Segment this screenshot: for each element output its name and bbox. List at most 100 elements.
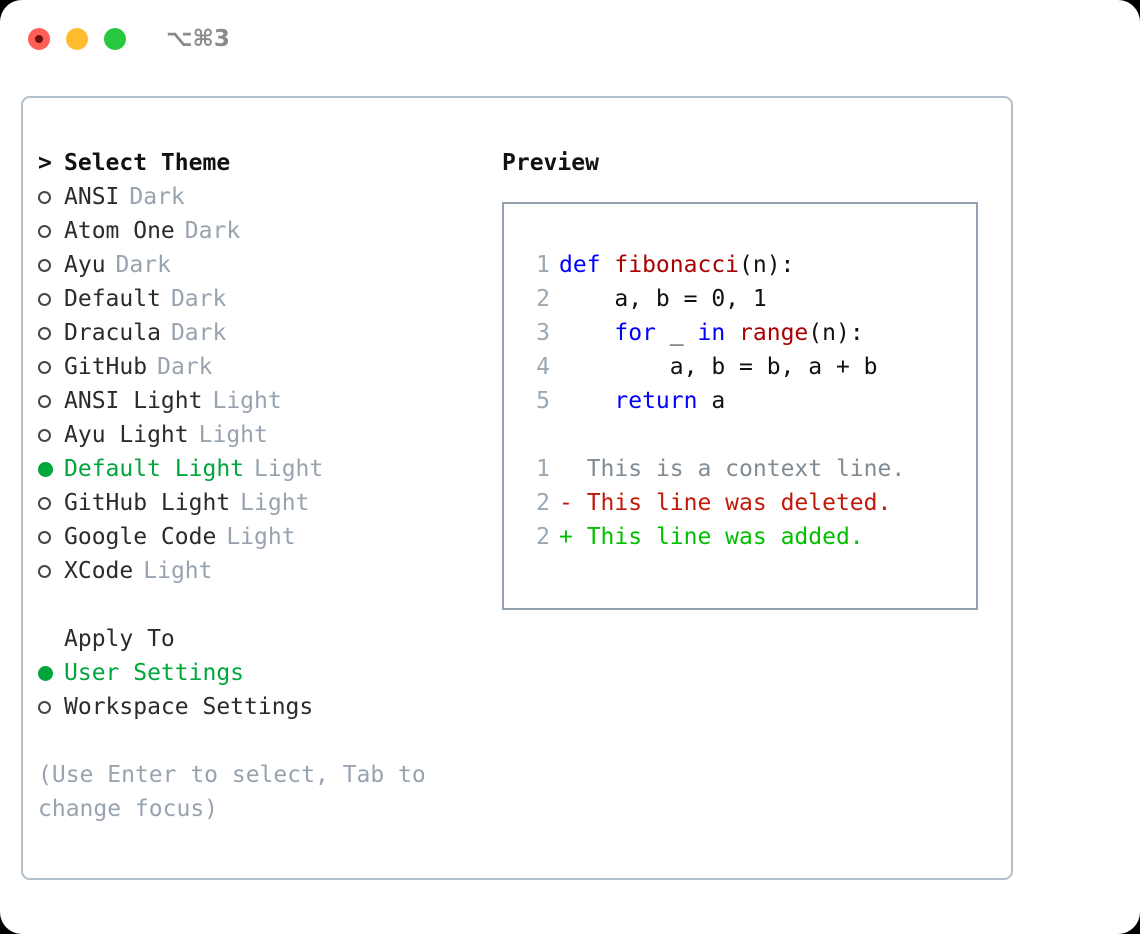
minimize-window-icon[interactable]	[66, 28, 88, 50]
code-token: for	[614, 320, 656, 346]
keyboard-hint-text: (Use Enter to select, Tab to change focu…	[38, 762, 426, 822]
apply-to-header: Apply To	[38, 622, 478, 656]
theme-option-row[interactable]: Default Dark	[38, 282, 478, 316]
caret-marker-icon: >	[38, 150, 52, 176]
radio-dot	[38, 360, 51, 374]
theme-option-label: XCode	[64, 558, 134, 584]
radio-unselected-icon[interactable]	[38, 326, 64, 340]
code-line-number: 3	[536, 320, 550, 346]
diff-text: This line was added.	[572, 524, 864, 550]
radio-unselected-icon[interactable]	[38, 428, 64, 442]
diff-line: 2+ This line was added.	[522, 520, 905, 554]
code-token: (n):	[808, 320, 864, 346]
apply-to-option-label: Workspace Settings	[64, 694, 314, 720]
theme-option-row[interactable]: ANSI Dark	[38, 180, 478, 214]
theme-variant-tag: Light	[198, 422, 268, 448]
theme-option-row[interactable]: ANSI Light Light	[38, 384, 478, 418]
radio-dot	[38, 496, 51, 510]
theme-option-label: Atom One	[64, 218, 175, 244]
radio-dot	[38, 258, 51, 272]
code-line: 2 a, b = 0, 1	[522, 282, 905, 316]
theme-option-label: ANSI Light	[64, 388, 203, 414]
radio-unselected-icon[interactable]	[38, 360, 64, 374]
radio-dot	[38, 461, 53, 477]
radio-unselected-icon[interactable]	[38, 258, 64, 272]
theme-option-label: ANSI	[64, 184, 120, 210]
theme-variant-tag: Dark	[129, 184, 185, 210]
diff-text: This line was deleted.	[572, 490, 892, 516]
code-token	[725, 316, 739, 350]
theme-list-header: > Select Theme	[38, 146, 478, 180]
theme-option-row[interactable]: Dracula Dark	[38, 316, 478, 350]
code-token: range	[739, 320, 809, 346]
theme-option-label: Default	[64, 286, 161, 312]
radio-dot	[38, 530, 51, 544]
radio-dot	[38, 428, 51, 442]
radio-dot	[38, 326, 51, 340]
diff-sign: -	[559, 490, 573, 516]
code-line: 5 return a	[522, 384, 905, 418]
code-token: a	[697, 388, 726, 414]
theme-option-row[interactable]: Ayu Light Light	[38, 418, 478, 452]
theme-variant-tag: Light	[212, 388, 282, 414]
diff-line-number: 1	[536, 456, 550, 482]
code-line: 3 for _ in range(n):	[522, 316, 905, 350]
theme-option-label: GitHub	[64, 354, 148, 380]
theme-option-label: Ayu Light	[64, 422, 189, 448]
theme-option-row[interactable]: GitHub Dark	[38, 350, 478, 384]
radio-selected-icon[interactable]	[38, 665, 64, 681]
radio-dot	[38, 564, 51, 578]
diff-line: 1 This is a context line.	[522, 452, 905, 486]
code-token	[559, 384, 614, 418]
radio-dot	[38, 665, 53, 681]
code-line-number: 2	[536, 286, 550, 312]
maximize-window-icon[interactable]	[104, 28, 126, 50]
radio-unselected-icon[interactable]	[38, 564, 64, 578]
code-line: 4 a, b = b, a + b	[522, 350, 905, 384]
theme-variant-tag: Light	[226, 524, 296, 550]
code-line-number: 4	[536, 354, 550, 380]
diff-line-number: 2	[536, 490, 550, 516]
theme-option-row[interactable]: Atom One Dark	[38, 214, 478, 248]
radio-unselected-icon[interactable]	[38, 224, 64, 238]
radio-unselected-icon[interactable]	[38, 700, 64, 714]
radio-selected-icon[interactable]	[38, 461, 64, 477]
radio-unselected-icon[interactable]	[38, 394, 64, 408]
radio-unselected-icon[interactable]	[38, 530, 64, 544]
theme-variant-tag: Dark	[115, 252, 171, 278]
theme-variant-tag: Light	[240, 490, 310, 516]
traffic-lights	[28, 28, 126, 50]
radio-dot	[38, 394, 51, 408]
theme-variant-tag: Light	[254, 456, 324, 482]
close-window-icon[interactable]	[28, 28, 50, 50]
code-line-number: 5	[536, 388, 550, 414]
code-token: _	[655, 320, 698, 346]
theme-variant-tag: Dark	[170, 320, 227, 346]
code-token: return	[614, 388, 698, 414]
theme-variant-tag: Dark	[157, 354, 213, 380]
radio-dot	[38, 700, 51, 714]
theme-variant-tag: Dark	[170, 286, 227, 312]
theme-option-label: Dracula	[64, 320, 161, 346]
apply-to-title: Apply To	[64, 626, 175, 652]
diff-text: This is a context line.	[572, 456, 906, 482]
apply-to-option-row[interactable]: User Settings	[38, 656, 478, 690]
theme-variant-tag: Dark	[184, 218, 241, 244]
radio-unselected-icon[interactable]	[38, 292, 64, 306]
keyboard-shortcut-label: ⌥⌘3	[166, 26, 230, 52]
radio-unselected-icon[interactable]	[38, 496, 64, 510]
apply-to-option-row[interactable]: Workspace Settings	[38, 690, 478, 724]
radio-unselected-icon[interactable]	[38, 190, 64, 204]
code-token: a, b = 0, 1	[559, 286, 767, 312]
